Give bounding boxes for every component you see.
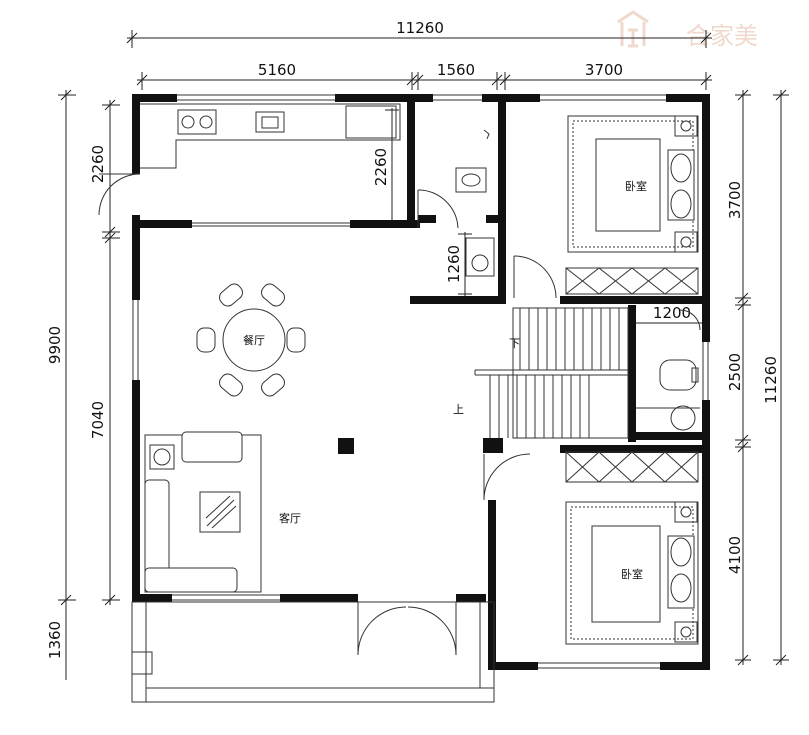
dim-left-living: 7040 [89, 401, 107, 439]
dimension-lines [58, 30, 789, 680]
room-label-living: 客厅 [279, 511, 301, 525]
staircase [474, 307, 629, 439]
sofa-set [144, 431, 262, 593]
squat-toilet-icon [455, 167, 487, 193]
wc-fixtures [455, 129, 495, 277]
kitchen-counter [140, 103, 401, 169]
room-label-bedroom-bottom: 卧室 [621, 567, 643, 581]
doors [98, 173, 701, 656]
dim-left-kitchen: 2260 [89, 145, 107, 183]
dim-kitchen-inner: 2260 [372, 148, 390, 186]
shower-icon [483, 129, 490, 140]
dim-top-mid: 1560 [437, 61, 475, 79]
watermark-text: 合家美 [686, 22, 758, 50]
dim-left-porch: 1360 [46, 621, 64, 659]
dim-right-bath: 2500 [726, 353, 744, 391]
stair-label-down: 下 [509, 337, 520, 350]
dim-top-right: 3700 [585, 61, 623, 79]
dining-table [196, 283, 306, 397]
structural-column [338, 438, 354, 454]
dim-right-bed2: 4100 [726, 536, 744, 574]
floor-drain-icon [670, 405, 696, 431]
bed-top [567, 115, 699, 253]
sink-icon [255, 111, 285, 133]
fridge-icon [345, 105, 397, 139]
coffee-table [199, 491, 241, 533]
bed-bottom [565, 501, 699, 645]
room-label-bedroom-top: 卧室 [625, 179, 647, 193]
stair-label-up: 上 [453, 403, 464, 416]
dim-right-total: 11260 [762, 356, 780, 404]
dim-wc-small: 1260 [445, 245, 463, 283]
dim-bath-width: 1200 [653, 304, 691, 322]
stove-icon [177, 109, 217, 135]
windows [132, 94, 709, 669]
stair-treads [489, 308, 620, 438]
walls [132, 94, 710, 670]
side-table-icon [149, 444, 175, 470]
wardrobe [565, 267, 699, 483]
room-label-dining: 餐厅 [243, 333, 265, 347]
basin-icon [465, 237, 495, 277]
dim-right-bed1: 3700 [726, 181, 744, 219]
dim-top-total: 11260 [396, 19, 444, 37]
toilet-icon [659, 359, 697, 391]
dim-left-total: 9900 [46, 326, 64, 364]
porch [131, 601, 495, 703]
watermark-logo: 合家美 [617, 10, 758, 50]
bath-fixtures [636, 359, 700, 431]
dim-top-left: 5160 [258, 61, 296, 79]
